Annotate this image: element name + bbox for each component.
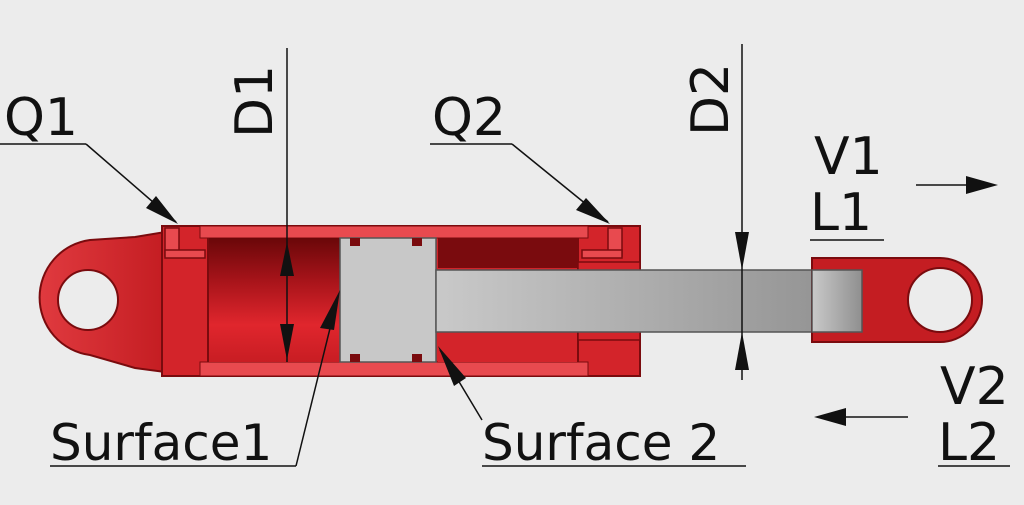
label-q2: Q2	[432, 88, 506, 148]
label-surface2: Surface 2	[482, 414, 720, 472]
surface1-leader	[50, 290, 340, 467]
label-d1: D1	[225, 65, 285, 138]
surface2-leader	[438, 346, 746, 467]
label-l2: L2	[938, 413, 1000, 473]
d2-dimension	[735, 44, 749, 380]
v1-direction-arrow	[916, 176, 998, 194]
label-q1: Q1	[4, 88, 78, 148]
q1-leader	[0, 143, 178, 224]
d1-dimension	[280, 48, 294, 362]
q2-leader	[430, 143, 610, 224]
piston	[339, 237, 437, 363]
label-l1: L1	[810, 183, 872, 243]
v2-direction-arrow	[814, 408, 908, 426]
piston-rod	[435, 269, 863, 333]
port-q1-fitting	[164, 227, 206, 259]
label-v1: V1	[814, 127, 883, 187]
label-surface1: Surface1	[50, 414, 272, 472]
label-d2: D2	[681, 63, 741, 136]
label-v2: V2	[940, 357, 1009, 417]
right-rod-eye	[811, 257, 983, 343]
port-q2-fitting	[581, 227, 623, 259]
left-mounting-eye	[38, 230, 166, 374]
